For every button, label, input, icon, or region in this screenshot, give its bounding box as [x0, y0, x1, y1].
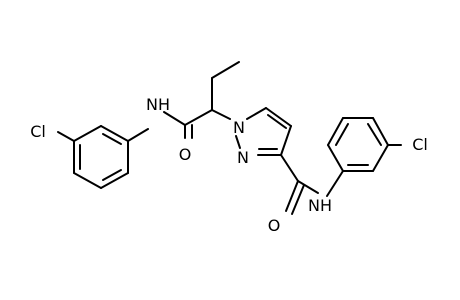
bond [235, 135, 241, 149]
bond [327, 144, 344, 172]
pyrazole-n1-label: N [233, 118, 245, 137]
pyrazole-ring [235, 107, 292, 156]
bond [265, 107, 292, 127]
bond [100, 172, 129, 189]
right-chlorophenyl-ring [327, 117, 389, 172]
pyrazole-n2-label: N [237, 148, 249, 167]
bond [184, 109, 213, 126]
bond [211, 61, 240, 79]
bond [57, 131, 75, 142]
amide-nh-label-right: NH [308, 196, 332, 215]
bond [163, 111, 186, 126]
chlorine-label-right: Cl [412, 135, 428, 154]
bond [73, 172, 102, 189]
bond [335, 123, 349, 146]
bond [291, 184, 305, 215]
bond [327, 117, 344, 146]
bond [102, 169, 122, 181]
bond [372, 144, 389, 172]
bond [372, 117, 389, 146]
left-chlorophenyl-ring [73, 125, 129, 189]
bond [100, 125, 129, 142]
bond [367, 123, 382, 146]
bond [285, 180, 299, 212]
bond [127, 128, 149, 142]
bond [297, 180, 319, 194]
bond [267, 114, 287, 129]
bond [280, 154, 299, 182]
carbonyl-oxygen-label-right: O [268, 216, 281, 235]
bond [326, 170, 344, 197]
bond [211, 109, 231, 120]
bond [280, 125, 292, 156]
carbonyl-oxygen-label-left: O [179, 145, 192, 164]
bond [246, 107, 267, 120]
amide-nh-label-left: NH [146, 95, 170, 114]
bond [102, 133, 122, 145]
bond [73, 125, 102, 142]
chlorine-label-left: Cl [30, 122, 46, 141]
